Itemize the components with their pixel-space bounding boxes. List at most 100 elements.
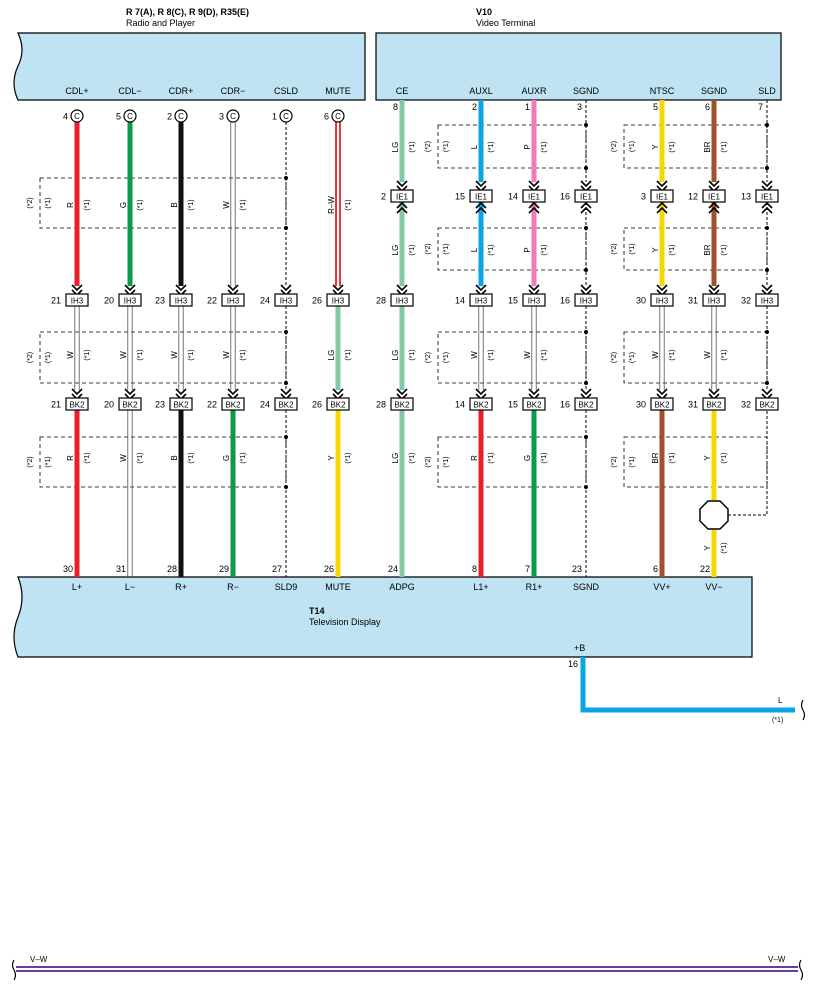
wire-cdr_plus-shield-icon bbox=[174, 109, 188, 123]
note-box-e bbox=[437, 227, 587, 271]
wire-cdl_plus-chev-ih3-mark bbox=[71, 284, 83, 292]
wire-ntsc-seg1-note: (*1) bbox=[669, 141, 676, 152]
wire-ntsc-bottom-pin: 6 bbox=[653, 564, 658, 574]
wire-sgnd_a-ie1-label: IE1 bbox=[580, 193, 593, 202]
wire-cdr_plus-seg1-note: (*1) bbox=[188, 199, 195, 210]
wire-cdr_minus-ih3-box bbox=[221, 293, 245, 307]
wire-mute-shield-icon bbox=[331, 109, 345, 123]
note-box-e-n1: (*1) bbox=[443, 243, 450, 254]
wire-cdl_minus-ih3-box bbox=[118, 293, 142, 307]
wire-cdr_plus-chev-bk2-mark bbox=[175, 388, 187, 396]
wire-auxl-seg3-color-label: R bbox=[470, 455, 479, 461]
wire-auxl-seg3-note: (*1) bbox=[488, 452, 495, 463]
wire-auxr-chev-ie1-mark bbox=[528, 180, 540, 188]
wire-ce-ih3-label: IH3 bbox=[396, 297, 409, 306]
wire-ce-seg2-color-label: LG bbox=[391, 350, 400, 361]
wire-mute-bottom-terminal: MUTE bbox=[325, 582, 351, 592]
wire-auxl-bottom-terminal: L1+ bbox=[473, 582, 488, 592]
wire-sgnd_a-bottom-terminal: SGND bbox=[573, 582, 600, 592]
wire-ce-top-terminal: CE bbox=[396, 86, 409, 96]
wire-cdr_minus-seg3-note: (*1) bbox=[240, 452, 247, 463]
wire-auxr-seg2-note: (*1) bbox=[541, 349, 548, 360]
wire-sgnd_b-seg3-color-label: Y bbox=[703, 455, 712, 461]
wire-auxr-ih3-box bbox=[522, 293, 546, 307]
wire-mute-ih3-box bbox=[326, 293, 350, 307]
note-box-b-n1: (*1) bbox=[45, 352, 52, 363]
tv-subtitle: Television Display bbox=[309, 617, 381, 627]
wire-sgnd_a-top-terminal: SGND bbox=[573, 86, 600, 96]
wire-ce-chev-bk2-mark bbox=[396, 388, 408, 396]
wire-sgnd_b-ih3-pin: 31 bbox=[688, 296, 698, 306]
note-box-k-n1: (*1) bbox=[629, 456, 636, 467]
wire-cdl_minus-seg2-color-label: W bbox=[119, 351, 128, 359]
wire-sgnd_b-seg1-color-label: BR bbox=[703, 141, 712, 152]
wire-csld-bk2-label: BK2 bbox=[278, 401, 294, 410]
wire-csld-ih3-pin: 24 bbox=[260, 296, 270, 306]
wire-cdr_minus-chev-ih3-mark bbox=[227, 284, 239, 292]
wire-sld-chev-bk2-mark bbox=[761, 388, 773, 396]
bus-label-left: V–W bbox=[30, 955, 48, 964]
wire-ntsc-chev-ie1-mark bbox=[656, 180, 668, 188]
wire-ntsc-seg2-note: (*1) bbox=[669, 349, 676, 360]
wire-sld-chev-ie1b-mark bbox=[761, 206, 773, 214]
power-wire-note: (*1) bbox=[772, 717, 783, 724]
wire-ntsc-seg3-color-label: BR bbox=[651, 452, 660, 463]
wire-mute-top-terminal: MUTE bbox=[325, 86, 351, 96]
wire-cdl_plus-chev-bk2-mark bbox=[71, 388, 83, 396]
connectors-layer: CIH321BK221CIH320BK220CIH323BK223CIH322B… bbox=[51, 109, 779, 530]
wire-auxl-seg2-color-label: W bbox=[470, 351, 479, 359]
wire-auxr-seg1-color-label: P bbox=[523, 144, 532, 149]
note-box-a-n2: (*2) bbox=[27, 197, 34, 208]
wire-ntsc-bk2-pin: 30 bbox=[636, 400, 646, 410]
wire-sgnd_a-chev-ie1-mark bbox=[580, 180, 592, 188]
wire-ntsc-chev-ih3-mark bbox=[656, 284, 668, 292]
wire-mute-ih3-label: IH3 bbox=[332, 297, 345, 306]
wire-cdl_minus-seg3-note: (*1) bbox=[137, 452, 144, 463]
wire-ntsc-chev-ie1b-mark bbox=[656, 201, 668, 209]
wire-cdl_plus-top-pin: 4 bbox=[63, 112, 68, 122]
wire-auxr-top-terminal: AUXR bbox=[521, 86, 547, 96]
wire-cdr_minus-top-pin: 3 bbox=[219, 112, 224, 122]
wire-sgnd_b-bottom-pin: 22 bbox=[700, 564, 710, 574]
wire-cdl_minus-seg1-note: (*1) bbox=[137, 199, 144, 210]
note-box-j-n2: (*2) bbox=[611, 352, 618, 363]
wire-cdl_plus-shield-letter: C bbox=[74, 112, 80, 121]
wire-cdl_minus-seg3-color-label: W bbox=[119, 454, 128, 462]
wire-cdr_plus-bottom-pin: 28 bbox=[167, 564, 177, 574]
wire-cdl_plus-bottom-pin: 30 bbox=[63, 564, 73, 574]
video-panel bbox=[375, 32, 782, 101]
wire-ce-top-pin: 8 bbox=[393, 102, 398, 112]
wire-sld-bk2-pin: 32 bbox=[741, 400, 751, 410]
power-break-mark bbox=[800, 699, 806, 721]
wire-sgnd_b-seg2-color-label: W bbox=[703, 351, 712, 359]
wire-csld-top-pin: 1 bbox=[272, 112, 277, 122]
wire-cdl_minus-ih3-label: IH3 bbox=[124, 297, 137, 306]
note-box-j-n1: (*1) bbox=[629, 352, 636, 363]
note-box-g bbox=[437, 436, 587, 488]
wire-cdr_minus-seg1-color-label: W bbox=[222, 201, 231, 209]
wire-sgnd_b-seg2-note: (*1) bbox=[721, 349, 728, 360]
wire-ntsc-ie1-pin: 3 bbox=[641, 192, 646, 202]
wire-sgnd_b-splice-icon bbox=[699, 500, 729, 530]
wire-ce-bottom-terminal: ADPG bbox=[389, 582, 415, 592]
power-pin: 16 bbox=[568, 659, 578, 669]
wire-auxl-seg2-note: (*1) bbox=[488, 349, 495, 360]
wire-ce-seg3-color-label: LG bbox=[391, 453, 400, 464]
wire-sgnd_a-top-pin: 3 bbox=[577, 102, 582, 112]
wire-auxl-top-terminal: AUXL bbox=[469, 86, 493, 96]
wire-auxr-bottom-pin: 7 bbox=[525, 564, 530, 574]
wire-csld-shield-icon bbox=[279, 109, 293, 123]
wire-cdl_minus-bottom-terminal: L− bbox=[125, 582, 135, 592]
wire-sld-bk2-box bbox=[755, 397, 779, 411]
wire-auxl-bk2-box bbox=[469, 397, 493, 411]
note-box-h-n2: (*2) bbox=[611, 141, 618, 152]
wire-cdl_plus-bottom-terminal: L+ bbox=[72, 582, 82, 592]
wire-cdr_plus-seg1-color-label: B bbox=[170, 202, 179, 207]
wire-auxr-bk2-label: BK2 bbox=[526, 401, 542, 410]
wire-cdl_minus-bk2-pin: 20 bbox=[104, 400, 114, 410]
note-box-e-n2: (*2) bbox=[425, 243, 432, 254]
wire-csld-bk2-box bbox=[274, 397, 298, 411]
wire-mute-seg3-note: (*1) bbox=[345, 452, 352, 463]
wires-layer bbox=[74, 100, 768, 577]
